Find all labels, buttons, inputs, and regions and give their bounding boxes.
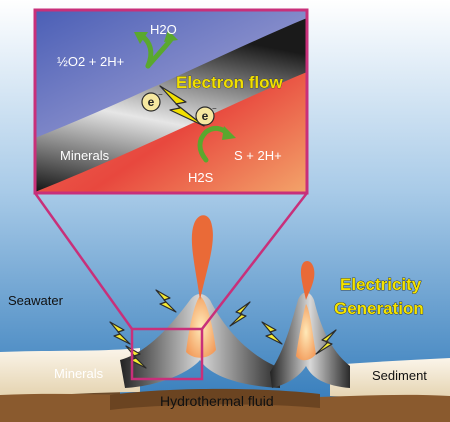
left-plume <box>191 215 213 300</box>
chimneys <box>120 215 350 388</box>
bolt-icon <box>229 301 251 327</box>
sediment-right <box>330 358 450 400</box>
inset-panel: e − e − H2O ½O2 + 2H+ Electron flow Mine… <box>33 8 309 195</box>
title-line-2: Generation <box>334 299 424 318</box>
oxygen-reaction-label: ½O2 + 2H+ <box>57 54 124 69</box>
inset-minerals-label: Minerals <box>60 148 110 163</box>
bolt-icon <box>109 321 131 345</box>
bolt-icon <box>155 289 177 313</box>
hydrothermal-fluid-label: Hydrothermal fluid <box>160 393 274 409</box>
h2s-label: H2S <box>188 170 214 185</box>
title: Electricity Generation <box>334 275 425 319</box>
bolt-icon <box>315 329 337 355</box>
svg-text:e: e <box>148 95 155 109</box>
electron-icon: e − <box>141 90 163 112</box>
sediment-label: Sediment <box>372 368 427 383</box>
seafloor <box>0 348 450 422</box>
svg-text:−: − <box>158 90 163 99</box>
seawater-label: Seawater <box>8 293 64 308</box>
right-vent <box>296 304 316 361</box>
inset-frame <box>33 8 309 195</box>
title-line-1: Electricity <box>340 275 422 294</box>
right-plume <box>300 260 315 300</box>
sediment-left <box>0 348 140 398</box>
water-label: H2O <box>150 22 177 37</box>
inset-mineral-band <box>35 18 307 192</box>
electron-icon: e − <box>195 104 217 126</box>
zoom-region-box <box>130 327 204 381</box>
svg-text:−: − <box>212 104 217 113</box>
zoom-connector-left <box>33 192 134 330</box>
sulfur-reaction-label: S + 2H+ <box>234 148 282 163</box>
electron-flow-bolt-icon <box>159 85 205 127</box>
electron-flow-label: Electron flow <box>176 73 284 92</box>
left-vent <box>186 296 216 358</box>
reaction-arrow-icon <box>134 30 178 69</box>
zoom-connector-right <box>201 192 308 330</box>
electricity-bolts <box>109 289 337 369</box>
reaction-arrow-icon <box>197 125 236 163</box>
minerals-label: Minerals <box>54 366 104 381</box>
bolt-icon <box>261 321 283 345</box>
svg-text:e: e <box>202 109 209 123</box>
